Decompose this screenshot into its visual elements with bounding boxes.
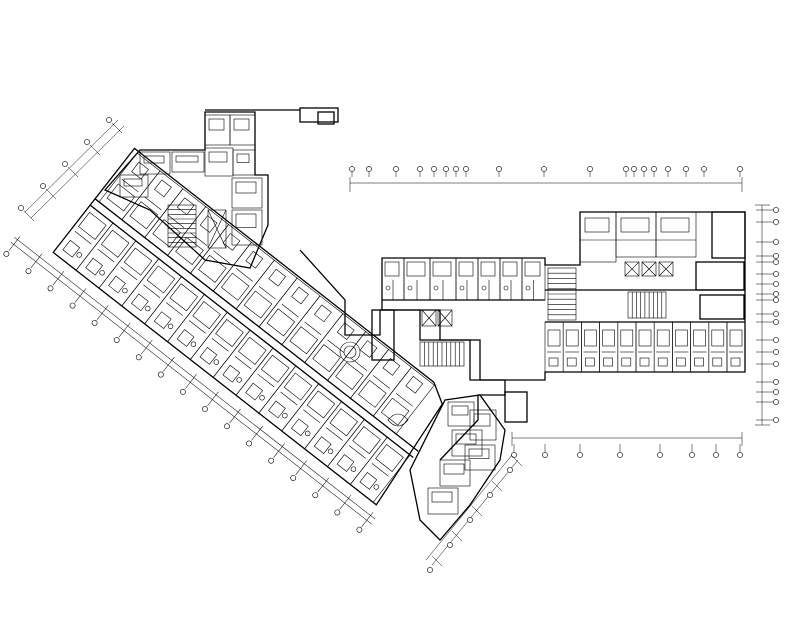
central-lobby-circle (339, 341, 409, 427)
east-top-grid-bubbles (349, 166, 743, 172)
east-bottom-dimension-line (511, 432, 743, 452)
east-right-dimension-line (755, 204, 774, 426)
west-grid-bubbles (3, 250, 363, 533)
top-roof-fragment (205, 107, 339, 125)
west-wing (3, 147, 444, 533)
east-stair-core (547, 267, 667, 321)
central-core (205, 107, 528, 461)
southeast-dimension-line (425, 454, 523, 567)
northwest-tower (18, 111, 269, 269)
west-upper-rooms (98, 152, 435, 435)
southeast-tower (409, 394, 523, 573)
northwest-grid-bubbles (18, 117, 112, 211)
west-lower-rooms (52, 204, 411, 503)
east-right-grid-bubbles (773, 207, 779, 423)
east-north-rooms (579, 211, 697, 263)
east-wing (349, 166, 779, 458)
east-elevator-core (421, 261, 674, 327)
east-bottom-grid-bubbles (511, 452, 743, 458)
west-wing-outline (52, 147, 444, 506)
central-stair (419, 341, 465, 367)
east-lower-rooms (544, 321, 746, 373)
northwest-dimension-line (23, 119, 125, 222)
east-end-blocks (695, 211, 746, 320)
northwest-stair (167, 204, 227, 249)
west-outer-dimension-line (8, 236, 376, 527)
southeast-grid-bubbles (427, 467, 513, 573)
east-upper-rooms (381, 257, 546, 301)
